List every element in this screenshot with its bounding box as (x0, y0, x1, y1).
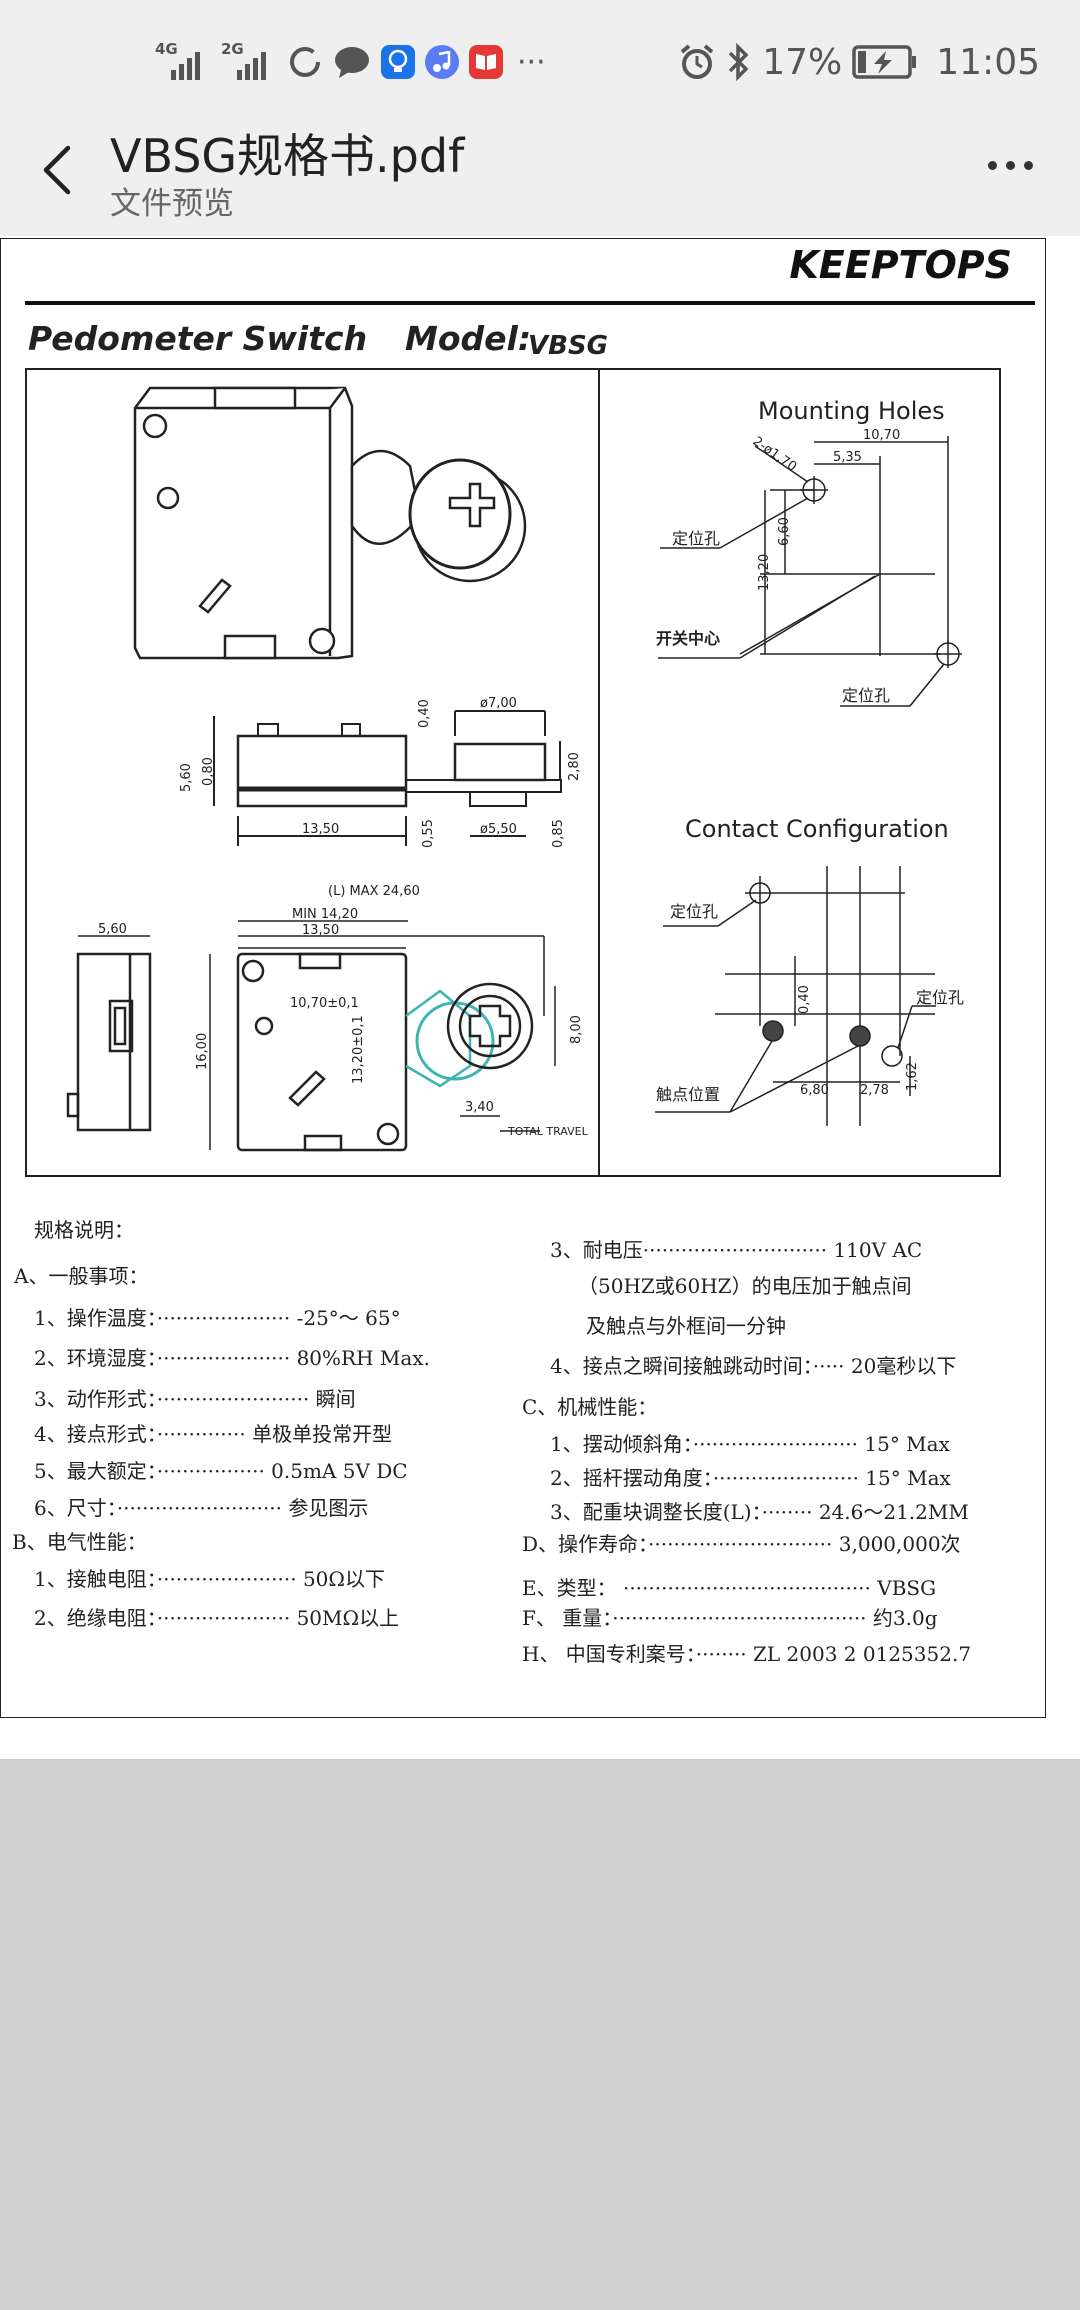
clock-time: 11:05 (936, 41, 1040, 83)
dim-label: 0,40 (417, 699, 432, 728)
dim-label: 10,70 (863, 428, 900, 443)
spec-line: 1、操作温度：····················· -25°～ 65° (34, 1306, 401, 1330)
spec-line: （50HZ或60HZ）的电压加于触点间 (578, 1274, 912, 1298)
bulb-app-icon (381, 45, 415, 79)
more-options-icon[interactable] (980, 150, 1040, 180)
dim-label: 13,50 (302, 923, 339, 938)
alarm-icon (680, 44, 714, 79)
battery-charging-icon (852, 45, 917, 79)
contact-config-title: Contact Configuration (685, 815, 949, 843)
dim-label: 0,55 (421, 819, 436, 848)
spec-line: 2、环境湿度：····················· 80%RH Max. (34, 1346, 430, 1370)
total-travel-label: TOTAL TRAVEL (507, 1125, 589, 1138)
dim-label: 0,40 (797, 985, 812, 1014)
dim-label: 1,62 (905, 1062, 920, 1091)
contact-position-label: 触点位置 (656, 1085, 720, 1104)
network-type-label: 2G (221, 40, 244, 58)
dim-label: (L) MAX 24,60 (328, 884, 420, 899)
spec-line: 5、最大额定：················· 0.5mA 5V DC (34, 1459, 408, 1483)
mounting-holes-diagram (658, 436, 962, 707)
dim-label: 13,50 (302, 822, 339, 837)
spec-line: E、类型： ··································… (522, 1576, 937, 1600)
app-bar (0, 110, 1080, 236)
locate-hole-label: 定位孔 (842, 686, 890, 705)
dim-label: 13,20 (757, 554, 772, 591)
chat-icon (335, 47, 369, 78)
spec-line: 6、尺寸：·························· 参见图示 (34, 1496, 369, 1520)
loading-ring-icon (290, 47, 320, 77)
dim-label: ø7,00 (480, 696, 517, 711)
spec-line: D、操作寿命：····························· 3,0… (522, 1532, 961, 1556)
switch-isometric-view (133, 386, 527, 660)
spec-line: A、一般事项： (14, 1264, 149, 1288)
spec-line: 规格说明： (34, 1218, 134, 1242)
locate-hole-label: 定位孔 (672, 529, 720, 548)
file-subtitle: 文件预览 (110, 186, 234, 222)
dim-label: 3,40 (465, 1100, 494, 1115)
dim-label: 10,70±0,1 (290, 996, 359, 1011)
status-bar: 4G 2G ··· 17% 11:05 (0, 0, 1080, 120)
battery-percent: 17% (762, 41, 843, 83)
contact-config-diagram (655, 866, 936, 1126)
dim-label: 16,00 (195, 1033, 210, 1070)
dim-label: 0,80 (201, 757, 216, 786)
spec-line: B、电气性能： (12, 1530, 147, 1554)
signal-4g-icon: 4G (155, 40, 211, 82)
book-app-icon (469, 45, 503, 79)
spec-line: 4、接点形式：·············· 单极单投常开型 (34, 1422, 393, 1446)
locate-hole-label: 定位孔 (670, 902, 718, 921)
dim-label: 2-ø1,70 (750, 434, 799, 475)
switch-top-view (209, 920, 556, 1152)
spec-line: F、 重量：··································… (522, 1606, 938, 1630)
switch-end-view (66, 935, 152, 1132)
dim-label: 5,60 (98, 922, 127, 937)
dim-label: 2,80 (567, 752, 582, 781)
spec-line: 2、摇杆摆动角度：······················· 15° Max (550, 1466, 951, 1490)
spec-line: 4、接点之瞬间接触跳动时间：····· 20毫秒以下 (550, 1354, 957, 1378)
product-name: Pedometer Switch (28, 319, 367, 358)
dim-label: 6,80 (800, 1083, 829, 1098)
spec-line: 1、摆动倾斜角：·························· 15° M… (550, 1432, 950, 1456)
model-label: Model: (405, 319, 531, 358)
pdf-page-frame (0, 238, 1046, 1718)
spec-line: H、 中国专利案号：········ ZL 2003 2 0125352.7 (522, 1642, 972, 1666)
dim-label: ø5,50 (480, 822, 517, 837)
spec-line: 1、接触电阻：······················ 50Ω以下 (34, 1567, 385, 1591)
mounting-holes-title: Mounting Holes (758, 397, 945, 425)
dim-label: 8,00 (569, 1015, 584, 1044)
network-type-label: 4G (155, 40, 178, 58)
switch-side-view (213, 710, 562, 846)
dim-label: 5,60 (179, 763, 194, 792)
dim-label: 5,35 (833, 450, 862, 465)
bluetooth-icon (728, 42, 749, 82)
switch-center-label: 开关中心 (656, 629, 720, 648)
more-notifications-icon: ··· (517, 44, 546, 80)
music-app-icon (425, 45, 459, 79)
spec-line: 3、动作形式：························ 瞬间 (34, 1387, 356, 1411)
brand-logo: KEEPTOPS (789, 243, 1012, 287)
status-left-icons: 4G 2G ··· (155, 40, 546, 84)
dim-label: MIN 14,20 (292, 907, 358, 922)
spec-drawing: KEEPTOPS Pedometer Switch Model: VBSG (25, 243, 1035, 1177)
model-value: VBSG (528, 331, 608, 361)
dim-label: 0,85 (551, 819, 566, 848)
dim-label: 6,60 (777, 517, 792, 546)
back-arrow-icon[interactable] (32, 140, 82, 200)
dim-label: 2,78 (860, 1083, 889, 1098)
dim-label: 13,20±0,1 (351, 1015, 366, 1084)
spec-line: 及触点与外框间一分钟 (586, 1314, 786, 1338)
file-title: VBSG规格书.pdf (110, 129, 465, 183)
spec-line: C、机械性能： (522, 1395, 658, 1419)
spec-line: 3、耐电压····························· 110V … (550, 1238, 923, 1262)
signal-2g-icon: 2G (221, 40, 277, 82)
spec-line: 3、配重块调整长度(L)：········ 24.6～21.2MM (550, 1500, 969, 1524)
status-right-icons: 17% 11:05 (678, 36, 1040, 88)
locate-hole-label: 定位孔 (916, 988, 964, 1007)
spec-line: 2、绝缘电阻：····················· 50MΩ以上 (34, 1606, 400, 1630)
